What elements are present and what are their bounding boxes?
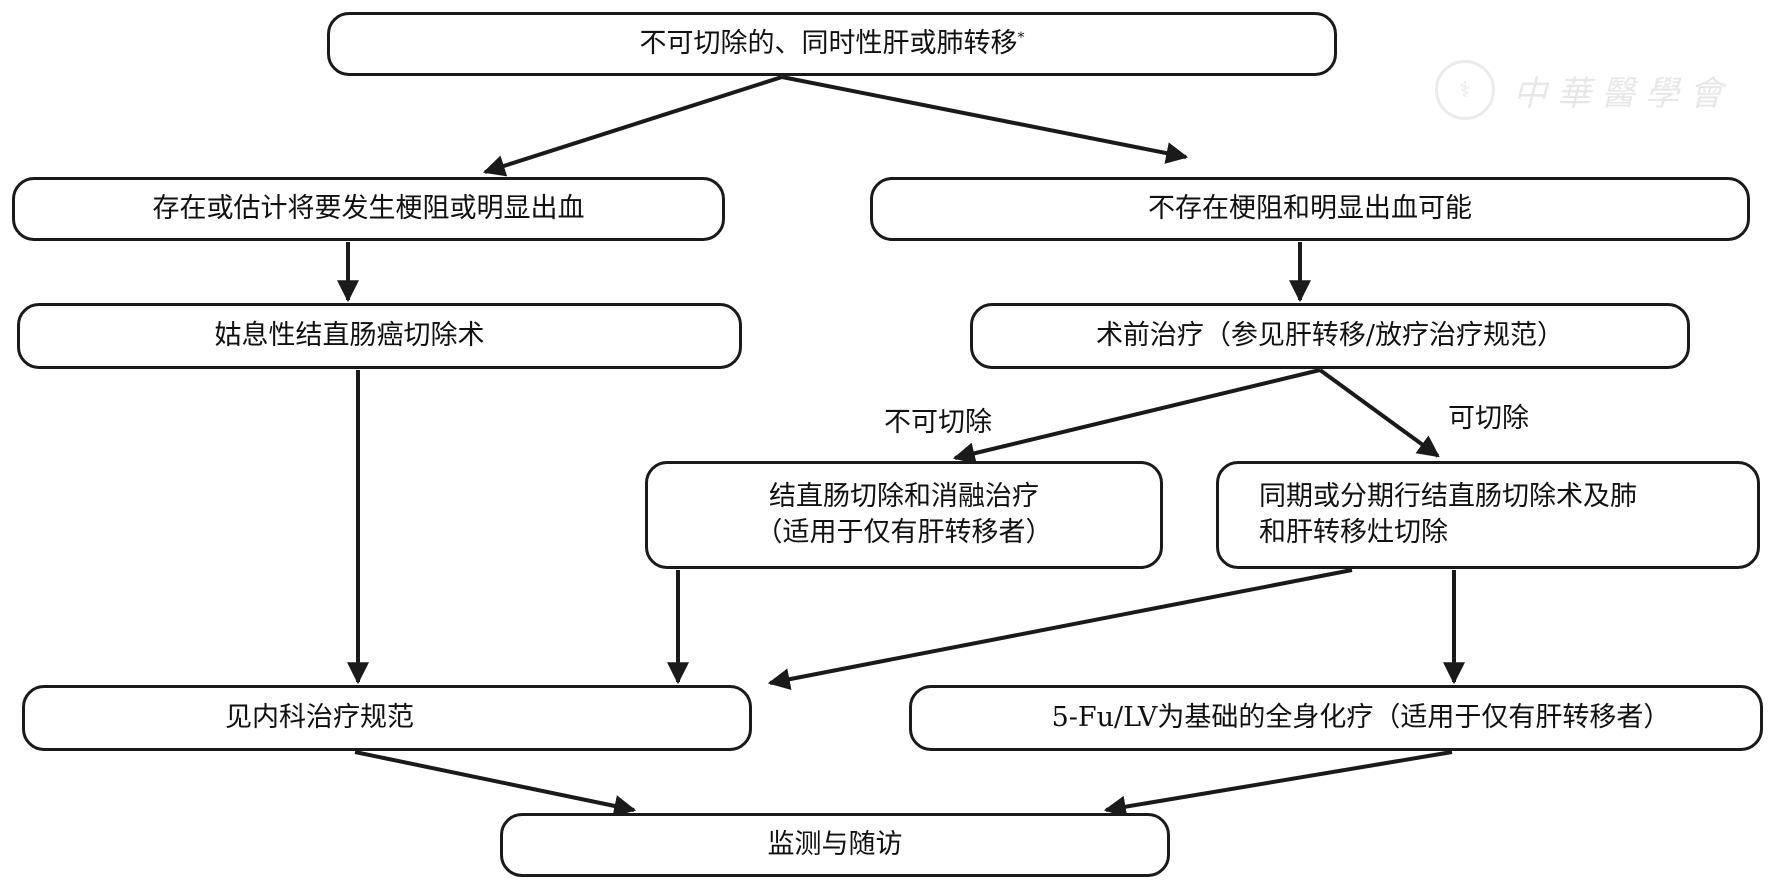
node-systemic-chemo: 5-Fu/LV为基础的全身化疗（适用于仅有肝转移者）	[909, 685, 1763, 751]
node-medical-treatment-text: 见内科治疗规范	[225, 701, 414, 733]
node-root: 不可切除的、同时性肝或肺转移*	[327, 12, 1337, 76]
node-follow-up-text: 监测与随访	[767, 828, 903, 860]
node-palliative-resection: 姑息性结直肠癌切除术	[17, 303, 742, 369]
node-systemic-chemo-text: 5-Fu/LV为基础的全身化疗（适用于仅有肝转移者）	[1051, 701, 1671, 733]
node-staged-resection: 同期或分期行结直肠切除术及肺 和肝转移灶切除	[1216, 461, 1760, 569]
edge-label-unresectable: 不可切除	[884, 407, 992, 438]
node-obstruction-no-text: 不存在梗阻和明显出血可能	[1148, 192, 1472, 224]
node-obstruction-yes-text: 存在或估计将要发生梗阻或明显出血	[152, 192, 585, 224]
node-obstruction-yes: 存在或估计将要发生梗阻或明显出血	[12, 177, 725, 241]
node-preop-therapy-text: 术前治疗（参见肝转移/放疗治疗规范）	[1095, 319, 1565, 351]
node-staged-resection-line2: 和肝转移灶切除	[1259, 517, 1448, 548]
edge-staged-to-medical	[767, 568, 1353, 691]
node-resection-ablation: 结直肠切除和消融治疗 （适用于仅有肝转移者）	[645, 461, 1163, 569]
node-medical-treatment: 见内科治疗规范	[22, 685, 752, 751]
footnote-mark: *	[1017, 29, 1025, 46]
edge-chemo-to-followup	[1103, 750, 1453, 818]
node-preop-therapy: 术前治疗（参见肝转移/放疗治疗规范）	[970, 303, 1690, 369]
node-follow-up: 监测与随访	[500, 813, 1170, 877]
node-obstruction-no: 不存在梗阻和明显出血可能	[870, 177, 1750, 241]
node-palliative-resection-text: 姑息性结直肠癌切除术	[214, 319, 485, 351]
node-staged-resection-line1: 同期或分期行结直肠切除术及肺	[1259, 480, 1637, 512]
edge-label-resectable: 可切除	[1448, 403, 1529, 434]
edge-preop-to-staged	[1318, 368, 1440, 458]
node-root-text: 不可切除的、同时性肝或肺转移*	[639, 27, 1025, 59]
cma-seal-icon: ⚕	[1435, 60, 1495, 120]
edge-root-to-obstruction-yes	[482, 75, 783, 177]
watermark: ⚕ 中華醫學會	[1435, 60, 1733, 120]
node-resection-ablation-line2: （适用于仅有肝转移者）	[755, 517, 1053, 548]
edge-medical-to-followup	[354, 750, 637, 817]
edge-preop-to-ablation	[952, 368, 1321, 465]
edge-root-to-obstruction-no	[781, 75, 1189, 164]
node-resection-ablation-line1: 结直肠切除和消融治疗	[769, 480, 1039, 512]
watermark-text: 中華醫學會	[1513, 73, 1733, 114]
